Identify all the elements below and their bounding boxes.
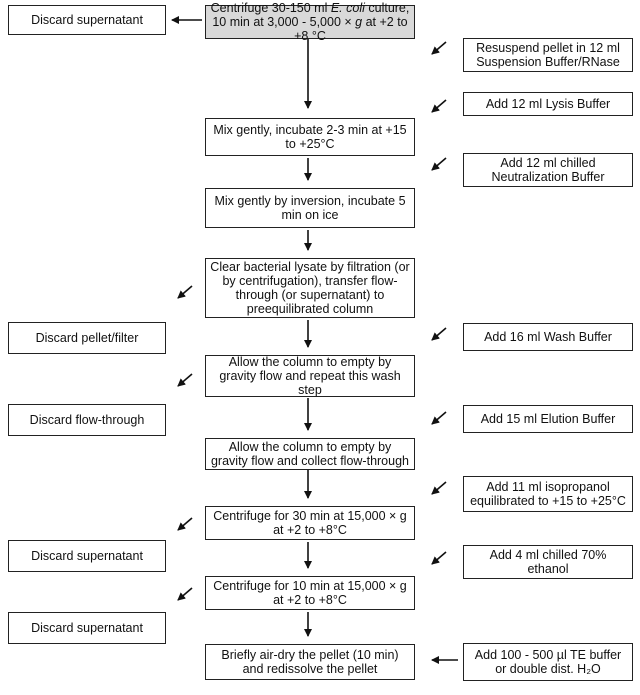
step-text: Clear bacterial lysate by filtration (or… — [210, 260, 410, 316]
discard-arrow — [177, 373, 193, 387]
add-arrow — [431, 551, 447, 565]
add-neutralization-buffer: Add 12 ml chilled Neutralization Buffer — [463, 153, 633, 187]
discard-supernatant-3: Discard supernatant — [8, 612, 166, 644]
step-empty-wash: Allow the column to empty by gravity flo… — [205, 355, 415, 397]
add-text: Add 11 ml isopropanol equilibrated to +1… — [470, 480, 626, 508]
add-elution-buffer: Add 15 ml Elution Buffer — [463, 405, 633, 433]
add-arrow — [431, 99, 447, 113]
add-text: Add 100 - 500 µl TE buffer or double dis… — [474, 648, 622, 676]
step-mix-incubate: Mix gently, incubate 2-3 min at +15 to +… — [205, 118, 415, 156]
step-text-italic: E. coli — [330, 1, 365, 15]
step-mix-inversion: Mix gently by inversion, incubate 5 min … — [205, 188, 415, 228]
discard-pellet-filter: Discard pellet/filter — [8, 322, 166, 354]
step-text: culture, 10 min at 3,000 - 5,000 × — [212, 1, 410, 29]
step-text: Centrifuge for 30 min at 15,000 × g at +… — [213, 509, 407, 537]
discard-text: Discard supernatant — [31, 13, 143, 27]
step-centrifuge-culture: Centrifuge 30-150 ml E. coli culture, 10… — [205, 1, 415, 43]
step-text: Allow the column to empty by gravity flo… — [210, 440, 409, 468]
step-text: Centrifuge 30-150 ml — [210, 1, 331, 15]
discard-text: Discard supernatant — [31, 621, 143, 635]
add-te-buffer: Add 100 - 500 µl TE buffer or double dis… — [463, 643, 633, 681]
step-collect-flowthrough: Allow the column to empty by gravity flo… — [205, 438, 415, 470]
step-clear-lysate: Clear bacterial lysate by filtration (or… — [205, 258, 415, 318]
step-centrifuge-10: Centrifuge for 10 min at 15,000 × g at +… — [205, 576, 415, 610]
add-isopropanol: Add 11 ml isopropanol equilibrated to +1… — [463, 476, 633, 512]
step-text: Mix gently, incubate 2-3 min at +15 to +… — [213, 123, 407, 151]
add-arrow — [431, 411, 447, 425]
discard-arrow — [177, 587, 193, 601]
discard-flowthrough: Discard flow-through — [8, 404, 166, 436]
step-text: Allow the column to empty by gravity flo… — [219, 355, 401, 397]
add-text: Add 16 ml Wash Buffer — [484, 330, 612, 344]
step-text: Centrifuge for 10 min at 15,000 × g at +… — [213, 579, 407, 607]
add-suspension-buffer: Resuspend pellet in 12 ml Suspension Buf… — [463, 38, 633, 72]
add-text: Add 15 ml Elution Buffer — [480, 412, 616, 426]
step-text-italic: g — [355, 15, 363, 29]
add-arrow — [431, 41, 447, 55]
add-text: Add 4 ml chilled 70% ethanol — [489, 548, 607, 576]
add-arrow — [431, 327, 447, 341]
add-arrow — [431, 157, 447, 171]
discard-text: Discard flow-through — [29, 413, 145, 427]
step-text: at +2 to +8 °C — [294, 15, 408, 43]
add-text: Add 12 ml Lysis Buffer — [485, 97, 611, 111]
add-text: Add 12 ml chilled Neutralization Buffer — [491, 156, 605, 184]
discard-text: Discard pellet/filter — [35, 331, 139, 345]
discard-arrow — [177, 517, 193, 531]
step-airdry-redissolve: Briefly air-dry the pellet (10 min) and … — [205, 644, 415, 680]
add-ethanol: Add 4 ml chilled 70% ethanol — [463, 545, 633, 579]
step-centrifuge-30: Centrifuge for 30 min at 15,000 × g at +… — [205, 506, 415, 540]
discard-supernatant-2: Discard supernatant — [8, 540, 166, 572]
add-text: Resuspend pellet in 12 ml Suspension Buf… — [476, 41, 620, 69]
discard-text: Discard supernatant — [31, 549, 143, 563]
discard-supernatant-1: Discard supernatant — [8, 5, 166, 35]
step-text: Briefly air-dry the pellet (10 min) and … — [221, 648, 399, 676]
step-text: Mix gently by inversion, incubate 5 min … — [214, 194, 406, 222]
add-wash-buffer: Add 16 ml Wash Buffer — [463, 323, 633, 351]
add-arrow — [431, 481, 447, 495]
add-lysis-buffer: Add 12 ml Lysis Buffer — [463, 92, 633, 116]
discard-arrow — [177, 285, 193, 299]
